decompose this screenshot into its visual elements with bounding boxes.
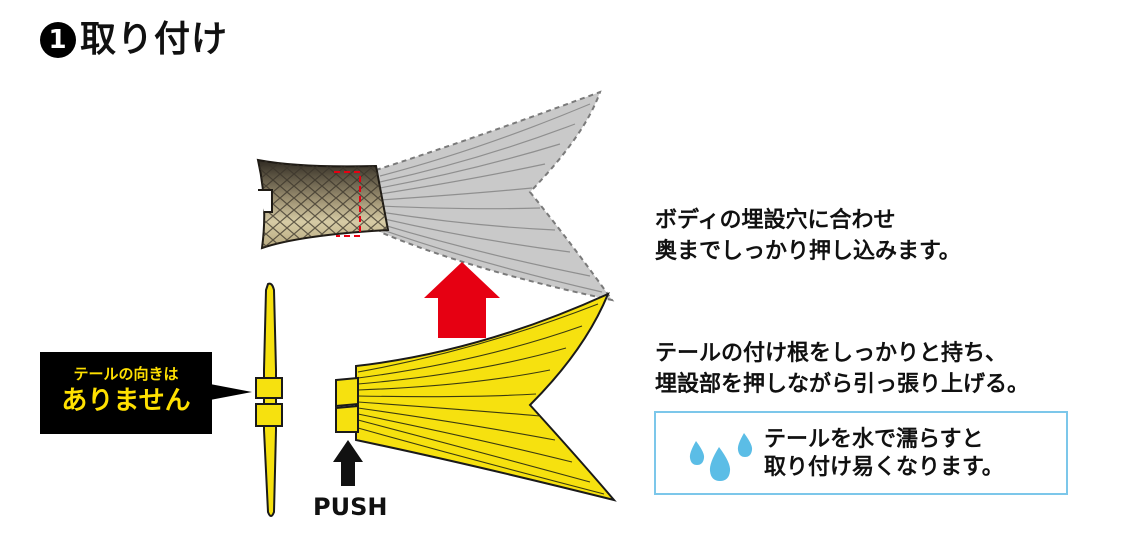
tail-inserted <box>374 90 615 302</box>
badge-line-1: テールの向きは <box>73 365 179 383</box>
step-2-instruction: テールの付け根をしっかりと持ち、 埋設部を押しながら引っ張り上げる。 <box>655 338 1029 400</box>
tip-box: テールを水で濡らすと 取り付け易くなります。 <box>654 411 1068 495</box>
push-arrow <box>333 440 363 486</box>
badge-line-2: ありません <box>61 386 191 416</box>
step-1-line-1: ボディの埋設穴に合わせ <box>655 208 896 233</box>
step-2-line-1: テールの付け根をしっかりと持ち、 <box>655 341 1008 366</box>
tip-line-1: テールを水で濡らすと <box>764 427 984 452</box>
orientation-badge: テールの向きは ありません <box>40 352 212 434</box>
step-1-instruction: ボディの埋設穴に合わせ 奥までしっかり押し込みます。 <box>655 205 961 267</box>
push-label: PUSH <box>313 493 388 521</box>
lure-body <box>256 158 390 250</box>
tail-side-view <box>335 292 617 502</box>
step-number-badge: 1 <box>40 22 76 58</box>
tail-front-view <box>255 282 283 517</box>
title-text: 取り付け <box>80 19 229 60</box>
step-1-line-2: 奥までしっかり押し込みます。 <box>655 239 961 264</box>
tip-line-2: 取り付け易くなります。 <box>764 455 1004 480</box>
insert-direction-arrow <box>424 262 500 338</box>
water-drops-icon <box>689 433 753 481</box>
badge-pointer <box>210 384 252 400</box>
tip-text: テールを水で濡らすと 取り付け易くなります。 <box>764 426 1004 482</box>
step-2-line-2: 埋設部を押しながら引っ張り上げる。 <box>655 372 1030 397</box>
